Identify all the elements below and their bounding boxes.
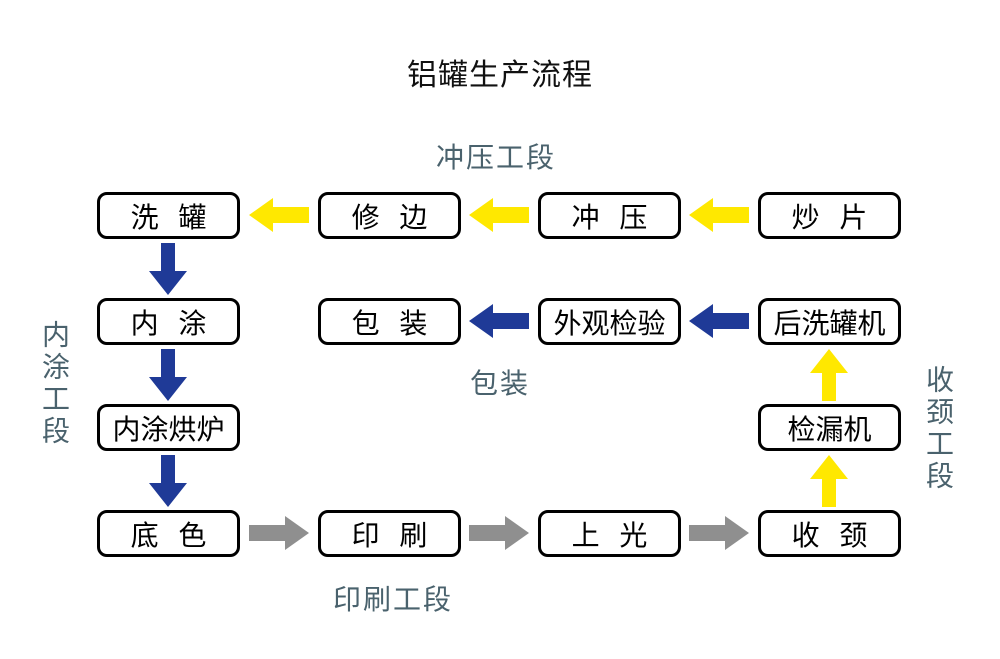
arrow-base-to-print-right-icon (249, 516, 309, 550)
node-leak-detector: 检漏机 (758, 404, 901, 451)
arrow-inspect-to-pack-left-icon (469, 304, 529, 338)
section-label-packaging: 包装 (469, 368, 530, 399)
arrow-washer-to-inspect-left-icon (689, 304, 749, 338)
node-inner-coating: 内 涂 (97, 298, 240, 345)
node-packaging: 包 装 (318, 298, 461, 345)
node-fried-sheet: 炒 片 (758, 192, 901, 239)
section-label-inner-coating: 内涂工段 (39, 320, 70, 448)
page-title: 铝罐生产流程 (407, 59, 593, 92)
arrow-print-to-varnish-right-icon (469, 516, 529, 550)
node-varnish: 上 光 (538, 510, 681, 557)
arrow-trim-to-wash-left-icon (249, 198, 309, 232)
section-label-stamping: 冲压工段 (435, 142, 556, 173)
node-necking: 收 颈 (758, 510, 901, 557)
node-coating-oven: 内涂烘炉 (97, 404, 240, 451)
section-label-necking: 收颈工段 (923, 365, 954, 493)
node-post-washer: 后洗罐机 (758, 298, 901, 345)
arrow-stamp-to-trim-left-icon (469, 198, 529, 232)
node-printing: 印 刷 (318, 510, 461, 557)
node-trimming: 修 边 (318, 192, 461, 239)
arrow-coat-to-oven-down-icon (149, 349, 187, 401)
node-stamping: 冲 压 (538, 192, 681, 239)
node-visual-inspect: 外观检验 (538, 298, 681, 345)
arrow-varnish-to-neck-right-icon (689, 516, 749, 550)
arrow-wash-to-coat-down-icon (149, 243, 187, 295)
arrow-sheet-to-stamp-left-icon (689, 198, 749, 232)
node-base-color: 底 色 (97, 510, 240, 557)
arrow-neck-to-leak-up-icon (810, 455, 848, 507)
section-label-printing: 印刷工段 (332, 584, 453, 615)
arrow-leak-to-washer-up-icon (810, 349, 848, 401)
arrow-oven-to-base-down-icon (149, 455, 187, 507)
node-wash-can: 洗 罐 (97, 192, 240, 239)
